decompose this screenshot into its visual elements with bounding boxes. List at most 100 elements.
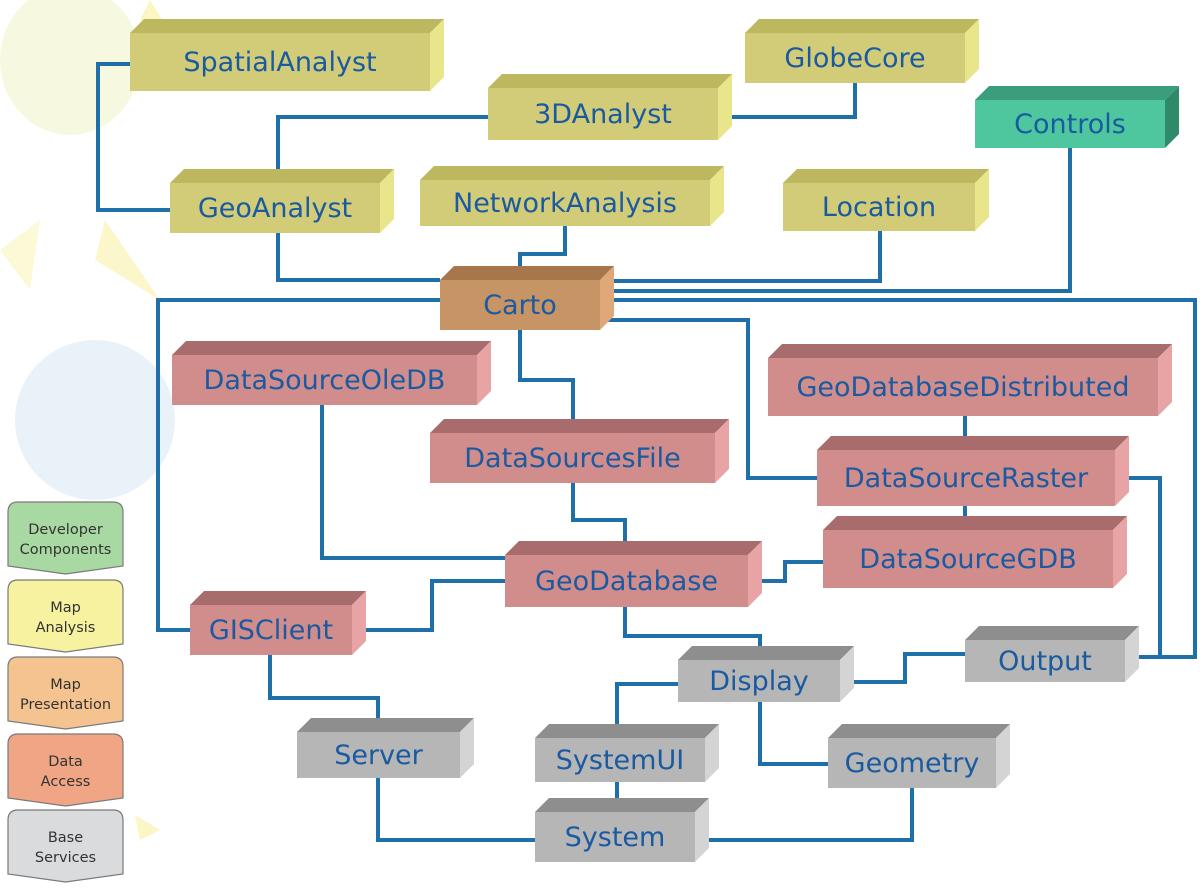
- connector-gisclient-server: [268, 655, 380, 732]
- box-top-face: [965, 626, 1139, 640]
- box-front-face: [297, 732, 460, 778]
- box-side-face: [460, 718, 474, 778]
- component-datasourceraster: DataSourceRaster: [817, 436, 1129, 506]
- box-side-face: [477, 341, 491, 405]
- box-side-face: [1115, 436, 1129, 506]
- box-side-face: [695, 798, 709, 862]
- component-server: Server: [297, 718, 474, 778]
- box-side-face: [840, 646, 854, 702]
- box-top-face: [190, 591, 366, 605]
- component-systemui: SystemUI: [535, 724, 719, 782]
- box-front-face: [768, 358, 1158, 416]
- box-front-face: [745, 33, 965, 83]
- component-carto: Carto: [440, 266, 614, 330]
- connector-datasourcesfile-geodatabase: [571, 483, 627, 555]
- component-system: System: [535, 798, 709, 862]
- box-top-face: [420, 166, 724, 180]
- box-side-face: [996, 724, 1010, 788]
- component-label: System: [565, 822, 666, 853]
- component-label: GISClient: [209, 615, 333, 646]
- component-geodatabasedistributed: GeoDatabaseDistributed: [768, 344, 1172, 416]
- box-side-face: [1125, 626, 1139, 682]
- component-label: DataSourcesFile: [464, 443, 680, 474]
- box-front-face: [965, 640, 1125, 682]
- component-label: Controls: [1014, 109, 1126, 140]
- legend-swatch: [7, 501, 124, 575]
- box-side-face: [1158, 344, 1172, 416]
- component-geometry: Geometry: [828, 724, 1010, 788]
- box-top-face: [297, 718, 474, 732]
- box-front-face: [817, 450, 1115, 506]
- connectors: [96, 62, 1197, 842]
- box-top-face: [130, 19, 444, 33]
- component-3danalyst: 3DAnalyst: [488, 74, 732, 140]
- box-side-face: [748, 541, 762, 607]
- box-front-face: [678, 660, 840, 702]
- component-label: GeoDatabaseDistributed: [796, 372, 1129, 403]
- connector-3danalyst-geoanalyst: [276, 115, 488, 183]
- connector-geodatabase-gisclient: [352, 579, 505, 632]
- box-front-face: [535, 738, 705, 782]
- box-front-face: [535, 812, 695, 862]
- component-gisclient: GISClient: [190, 591, 366, 655]
- box-top-face: [430, 419, 729, 433]
- box-top-face: [535, 798, 709, 812]
- box-top-face: [505, 541, 762, 555]
- connector-spatialanalyst-geoanalyst: [96, 62, 170, 212]
- component-datasourcegdb: DataSourceGDB: [823, 516, 1127, 588]
- box-top-face: [828, 724, 1010, 738]
- legend-swatch: [7, 579, 124, 653]
- component-output: Output: [965, 626, 1139, 682]
- component-display: Display: [678, 646, 854, 702]
- connector-datasourceoledb-geodatabase: [320, 405, 505, 560]
- box-front-face: [823, 530, 1113, 588]
- connector-display-systemui: [615, 682, 678, 738]
- component-datasourcesfile: DataSourcesFile: [430, 419, 729, 483]
- box-top-face: [768, 344, 1172, 358]
- component-globecore: GlobeCore: [745, 19, 979, 83]
- component-spatialanalyst: SpatialAnalyst: [130, 19, 444, 91]
- component-geodatabase: GeoDatabase: [505, 541, 762, 607]
- box-top-face: [783, 169, 989, 183]
- box-front-face: [430, 433, 715, 483]
- box-front-face: [488, 88, 718, 140]
- component-label: DataSourceRaster: [844, 463, 1089, 494]
- component-label: GeoDatabase: [535, 566, 718, 597]
- connector-controls-carto: [600, 148, 1072, 293]
- box-front-face: [190, 605, 352, 655]
- box-side-face: [710, 166, 724, 226]
- box-top-face: [488, 74, 732, 88]
- connector-datasourcegdb-geodatabase: [748, 560, 823, 583]
- component-label: Output: [998, 646, 1092, 677]
- component-label: Display: [709, 666, 809, 697]
- connector-server-system: [376, 778, 535, 842]
- box-side-face: [705, 724, 719, 782]
- connector-globecore-3danalyst: [718, 83, 857, 119]
- box-top-face: [745, 19, 979, 33]
- connector-display-geometry: [758, 702, 828, 766]
- box-side-face: [718, 74, 732, 140]
- connector-carto-datasourcesfile: [518, 330, 575, 433]
- box-front-face: [505, 555, 748, 607]
- connector-geoanalyst-carto: [276, 233, 440, 282]
- box-top-face: [172, 341, 491, 355]
- box-top-face: [975, 86, 1179, 100]
- box-top-face: [823, 516, 1127, 530]
- connector-geometry-system: [695, 788, 914, 842]
- component-label: Location: [822, 192, 936, 223]
- component-label: SpatialAnalyst: [183, 47, 376, 78]
- component-label: SystemUI: [556, 745, 684, 776]
- component-geoanalyst: GeoAnalyst: [170, 169, 394, 233]
- box-side-face: [430, 19, 444, 91]
- box-front-face: [440, 280, 600, 330]
- box-side-face: [965, 19, 979, 83]
